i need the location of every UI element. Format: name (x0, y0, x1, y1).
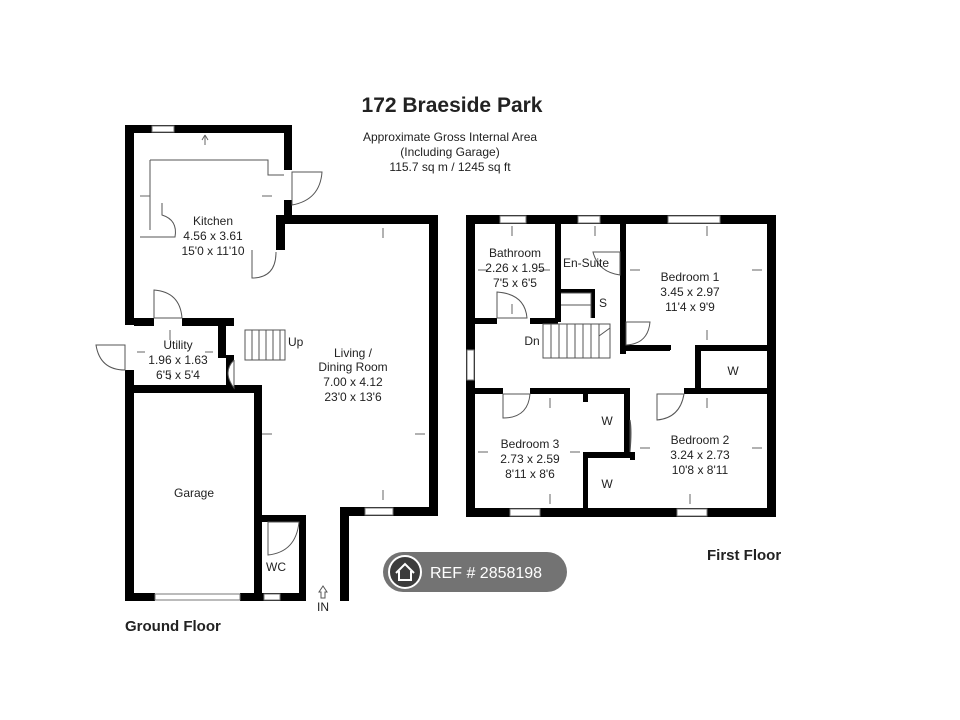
living-name: Living / (334, 346, 373, 360)
wc-name: WC (266, 560, 286, 574)
bathroom-name: Bathroom (489, 246, 541, 260)
wardrobe-label-2: W (601, 414, 613, 428)
house-icon (388, 555, 422, 589)
stairs-down-label: Dn (524, 334, 539, 348)
area-line-3: 115.7 sq m / 1245 sq ft (389, 160, 511, 174)
bedroom3-imperial: 8'11 x 8'6 (505, 467, 555, 481)
first-floor-plan (466, 215, 776, 517)
ground-floor-plan (95, 125, 438, 601)
garage-name: Garage (174, 486, 214, 500)
living-imperial: 23'0 x 13'6 (324, 390, 382, 404)
kitchen-metric: 4.56 x 3.61 (183, 229, 243, 243)
area-line-1: Approximate Gross Internal Area (363, 130, 537, 144)
kitchen-imperial: 15'0 x 11'10 (181, 244, 244, 258)
ground-stairs (244, 329, 286, 361)
utility-name: Utility (163, 338, 192, 352)
ensuite-name: En-Suite (563, 256, 609, 270)
page-title: 172 Braeside Park (362, 94, 543, 117)
bedroom3-metric: 2.73 x 2.59 (500, 452, 560, 466)
ref-number: REF # 2858198 (430, 565, 542, 582)
store-label: S (599, 296, 607, 310)
entrance-label: IN (317, 600, 329, 614)
kitchen-name: Kitchen (193, 214, 233, 228)
wardrobe-label-1: W (727, 364, 739, 378)
living-name-2: Dining Room (318, 360, 387, 374)
ref-badge: REF # 2858198 (383, 552, 567, 592)
utility-imperial: 6'5 x 5'4 (156, 368, 200, 382)
bathroom-imperial: 7'5 x 6'5 (493, 276, 537, 290)
ground-floor-label: Ground Floor (125, 618, 221, 635)
bedroom2-name: Bedroom 2 (671, 433, 730, 447)
first-floor-label: First Floor (707, 547, 781, 564)
bedroom1-metric: 3.45 x 2.97 (660, 285, 720, 299)
up-arrow-icon (318, 585, 328, 599)
bedroom1-imperial: 11'4 x 9'9 (665, 300, 715, 314)
area-line-2: (Including Garage) (400, 145, 499, 159)
bedroom2-imperial: 10'8 x 8'11 (672, 463, 729, 477)
bathroom-metric: 2.26 x 1.95 (485, 261, 545, 275)
first-floor-stairs (542, 323, 611, 359)
wardrobe-label-3: W (601, 477, 613, 491)
stairs-up-label: Up (288, 335, 304, 349)
bedroom2-metric: 3.24 x 2.73 (670, 448, 730, 462)
bedroom1-name: Bedroom 1 (661, 270, 720, 284)
utility-metric: 1.96 x 1.63 (148, 353, 208, 367)
living-metric: 7.00 x 4.12 (323, 375, 383, 389)
bedroom3-name: Bedroom 3 (501, 437, 560, 451)
